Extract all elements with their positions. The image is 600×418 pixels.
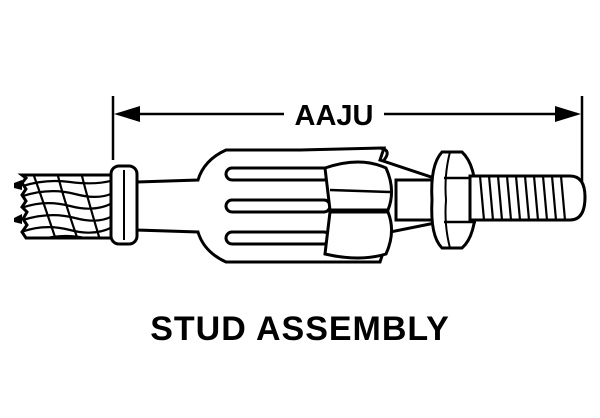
left-arrowhead — [114, 106, 140, 122]
spring-fingers — [323, 146, 393, 260]
dimension-label: AAJU — [295, 100, 374, 132]
cable — [14, 173, 114, 240]
dimension-line — [111, 96, 584, 182]
right-arrowhead — [555, 106, 581, 122]
hex-nut — [430, 150, 478, 250]
threaded-stud — [468, 174, 587, 222]
diagram-caption: STUD ASSEMBLY — [150, 310, 450, 348]
collar-ring — [109, 164, 139, 246]
